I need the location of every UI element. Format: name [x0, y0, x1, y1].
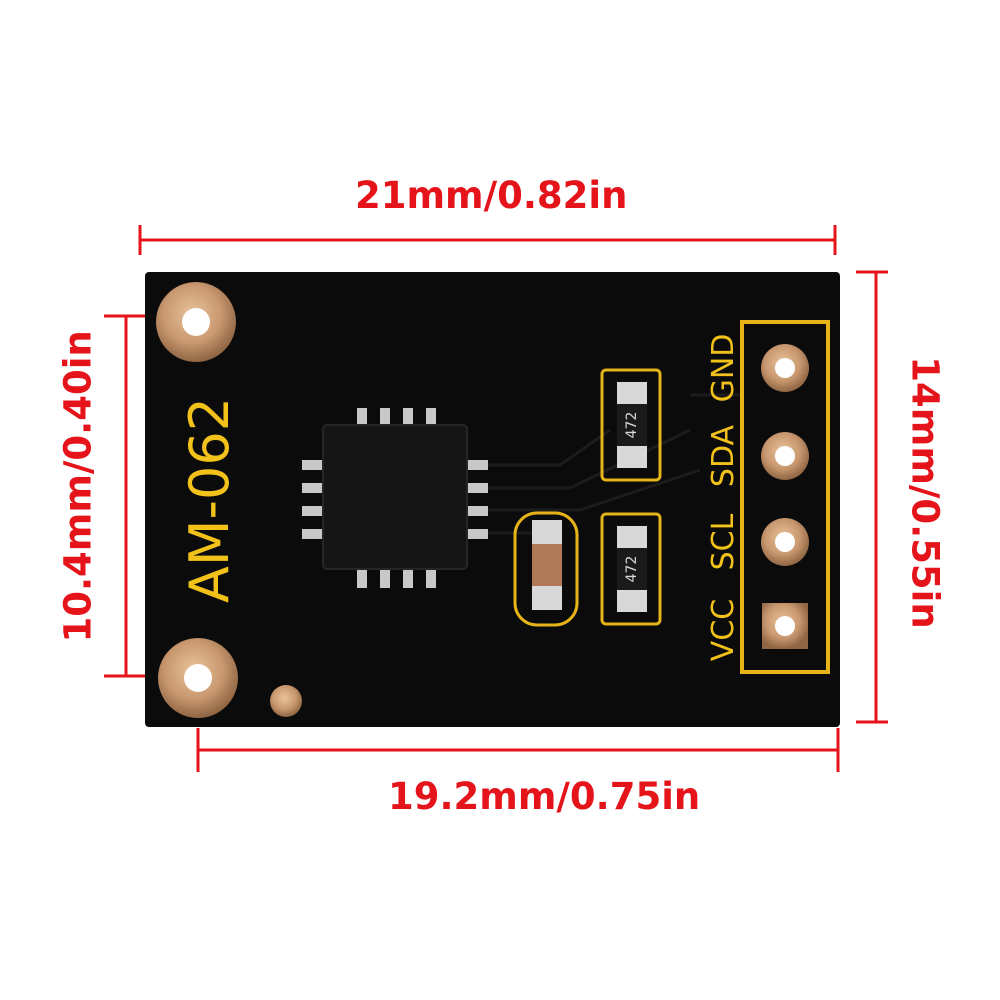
- resistor-2-code: 472: [624, 556, 640, 583]
- pin-label-scl: SCL: [706, 513, 741, 570]
- pin-sda: [761, 432, 809, 480]
- pin-vcc: [762, 603, 808, 649]
- pcb-traces: [488, 393, 740, 535]
- top-width-label: 21mm/0.82in: [355, 174, 628, 217]
- small-via: [270, 685, 302, 717]
- model-label: AM-062: [178, 397, 241, 603]
- bottom-width-label: 19.2mm/0.75in: [388, 775, 701, 818]
- mounting-hole-top: [156, 282, 236, 362]
- mounting-hole-bottom: [158, 638, 238, 718]
- pcb-board: [145, 272, 840, 727]
- sensor-chip: [302, 408, 488, 588]
- header-outline: [740, 320, 830, 674]
- pin-label-vcc: VCC: [706, 599, 741, 661]
- header-pins: [761, 344, 809, 649]
- resistor-2: 472: [600, 512, 662, 626]
- capacitor: [513, 511, 579, 627]
- resistor-1-code: 472: [624, 412, 640, 439]
- pin-scl: [761, 518, 809, 566]
- pin-label-gnd: GND: [706, 334, 741, 403]
- pin-label-sda: SDA: [706, 424, 741, 487]
- pin-gnd: [761, 344, 809, 392]
- resistor-1: 472: [600, 368, 662, 482]
